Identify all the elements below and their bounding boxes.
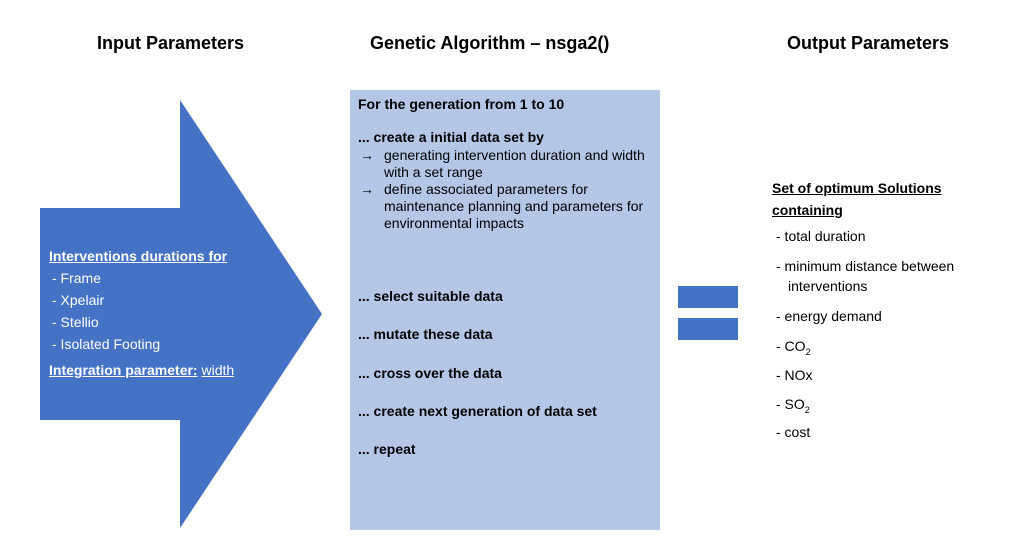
output-item-nox: - NOx: [776, 365, 813, 385]
ga-step-next-generation: ... create next generation of data set: [358, 403, 597, 419]
genetic-algorithm-heading: Genetic Algorithm – nsga2(): [370, 33, 610, 53]
integration-label: Integration parameter:: [49, 362, 198, 378]
output-text: - SO: [776, 396, 805, 412]
arrow-right-icon: →: [360, 181, 374, 197]
output-item-total-duration: - total duration: [776, 226, 866, 246]
output-item-min-distance: - minimum distance between interventions: [776, 256, 1018, 296]
input-parameters-list: Interventions durations for - Frame - Xp…: [49, 245, 234, 381]
output-text: - minimum distance between interventions: [776, 258, 955, 294]
equal-sign-bottom-bar: [678, 318, 738, 340]
output-item-cost: - cost: [776, 422, 810, 442]
ga-create-initial: ... create a initial data set by: [358, 129, 544, 145]
ga-step-cross-over: ... cross over the data: [358, 365, 502, 381]
arrow-right-icon: →: [360, 147, 374, 163]
ga-step-mutate: ... mutate these data: [358, 326, 493, 342]
ga-bullet-define: → define associated parameters for maint…: [358, 181, 660, 232]
output-title-line1: Set of optimum Solutions: [772, 180, 942, 196]
equal-sign-top-bar: [678, 286, 738, 308]
so2-subscript: 2: [804, 404, 810, 415]
integration-parameter: Integration parameter: width: [49, 359, 234, 381]
co2-subscript: 2: [805, 346, 811, 357]
input-parameters-heading: Input Parameters: [97, 33, 245, 53]
genetic-algorithm-box: For the generation from 1 to 10 ... crea…: [350, 90, 660, 530]
output-item-co2: - CO2: [776, 336, 811, 362]
integration-value: width: [201, 362, 235, 378]
output-text: - CO: [776, 338, 806, 354]
durations-title: Interventions durations for: [49, 248, 228, 264]
input-item-stellio: - Stellio: [52, 314, 99, 330]
output-title-line2: containing: [772, 202, 843, 218]
input-arrow-shape: [40, 100, 322, 528]
arrow-polygon: [40, 100, 322, 528]
input-item-xpelair: - Xpelair: [52, 292, 105, 308]
output-title: Set of optimum Solutions containing: [772, 177, 942, 221]
input-item-isolated-footing: - Isolated Footing: [52, 336, 161, 352]
output-text: - NOx: [776, 367, 813, 383]
ga-step-repeat: ... repeat: [358, 441, 416, 457]
ga-generation-line: For the generation from 1 to 10: [358, 96, 565, 112]
ga-bullet-text: generating intervention duration and wid…: [384, 147, 645, 180]
output-text: - total duration: [776, 228, 866, 244]
input-item-frame: - Frame: [52, 270, 101, 286]
output-text: - energy demand: [776, 308, 882, 324]
ga-step-select: ... select suitable data: [358, 288, 503, 304]
ga-bullet-text: define associated parameters for mainten…: [384, 181, 644, 231]
output-text: - cost: [776, 424, 811, 440]
ga-bullet-generate: → generating intervention duration and w…: [358, 147, 660, 181]
output-item-so2: - SO2: [776, 394, 810, 420]
output-parameters-heading: Output Parameters: [787, 33, 950, 53]
output-item-energy-demand: - energy demand: [776, 306, 882, 326]
